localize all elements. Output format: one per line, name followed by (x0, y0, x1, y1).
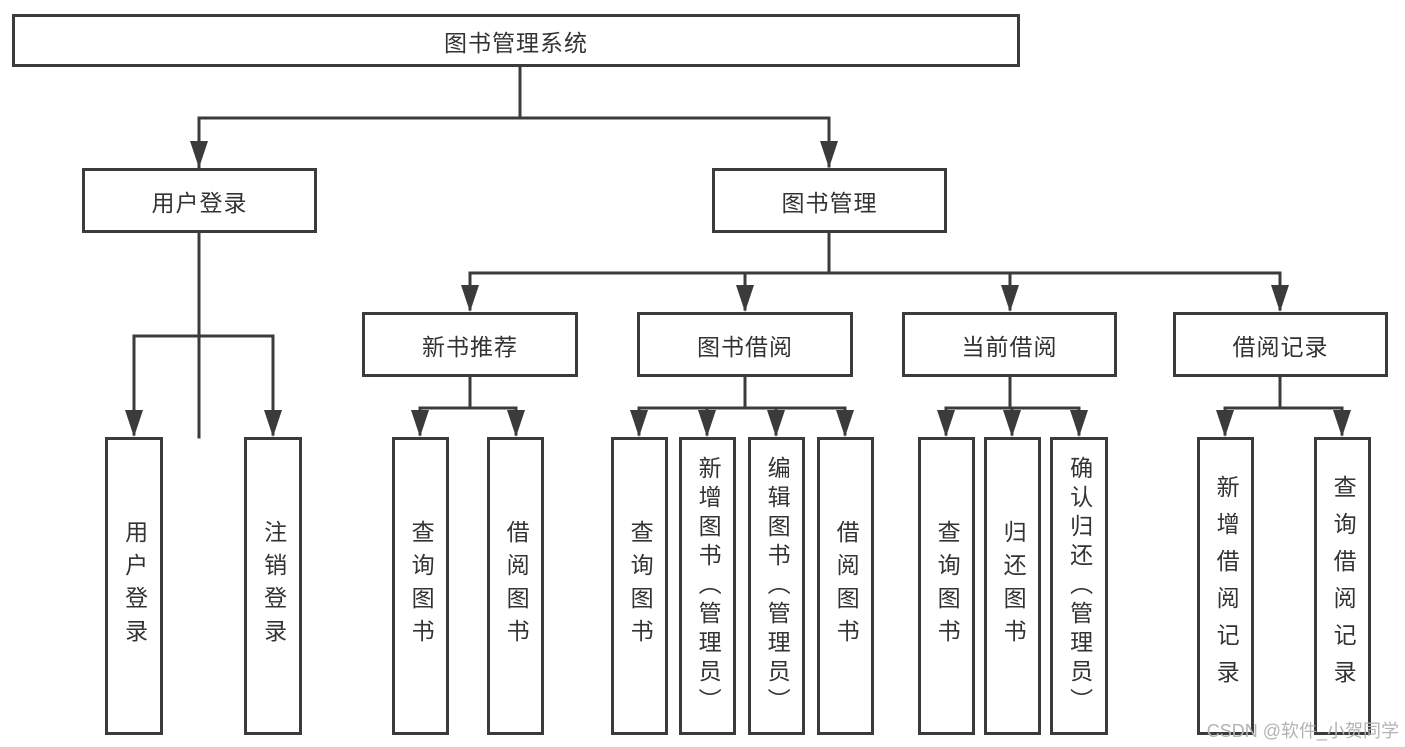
leaf-borrowing-edit-book-admin: 编辑图书（管理员） (748, 437, 805, 735)
node-book-borrowing: 图书借阅 (637, 312, 853, 377)
node-user-login-label: 用户登录 (151, 189, 248, 216)
node-new-book-recommend: 新书推荐 (362, 312, 578, 377)
connector-current-borrow-to-leaves (937, 375, 1088, 437)
leaf-current-query-books: 查询图书 (918, 437, 975, 735)
node-root-label: 图书管理系统 (444, 29, 588, 56)
connector-borrowing-to-leaves (630, 375, 854, 437)
node-book-management: 图书管理 (712, 168, 947, 233)
leaf-newbooks-borrow-books: 借阅图书 (487, 437, 544, 735)
node-book-borrowing-label: 图书借阅 (697, 333, 793, 360)
node-root: 图书管理系统 (12, 14, 1020, 67)
leaf-newbooks-borrow-books-label: 借阅图书 (503, 520, 530, 652)
node-current-borrowing-label: 当前借阅 (961, 333, 1058, 360)
leaf-logout-label: 注销登录 (260, 520, 287, 652)
leaf-newbooks-query-books-label: 查询图书 (408, 520, 435, 652)
leaf-current-return-book: 归还图书 (984, 437, 1041, 735)
leaf-records-add-record-label: 新增借阅记录 (1213, 475, 1240, 697)
leaf-records-query-record: 查询借阅记录 (1314, 437, 1371, 735)
leaf-borrowing-add-book-admin-label: 新增图书（管理员） (695, 455, 722, 717)
leaf-logout: 注销登录 (244, 437, 302, 735)
leaf-records-add-record: 新增借阅记录 (1197, 437, 1254, 735)
connector-user-login-to-leaves (125, 231, 282, 437)
connector-root-to-level2 (190, 65, 838, 439)
leaf-current-confirm-return-admin: 确认归还（管理员） (1050, 437, 1108, 735)
leaf-borrowing-borrow-books: 借阅图书 (817, 437, 874, 735)
leaf-borrowing-query-books: 查询图书 (611, 437, 668, 735)
leaf-current-query-books-label: 查询图书 (934, 520, 961, 652)
node-user-login: 用户登录 (82, 168, 317, 233)
leaf-records-query-record-label: 查询借阅记录 (1330, 475, 1357, 697)
leaf-user-login-label: 用户登录 (121, 520, 148, 652)
leaf-current-confirm-return-admin-label: 确认归还（管理员） (1066, 455, 1093, 717)
node-book-management-label: 图书管理 (781, 189, 878, 216)
leaf-borrowing-edit-book-admin-label: 编辑图书（管理员） (764, 455, 791, 717)
connector-book-mgmt-to-level3 (461, 231, 1289, 312)
leaf-newbooks-query-books: 查询图书 (392, 437, 449, 735)
leaf-borrowing-add-book-admin: 新增图书（管理员） (679, 437, 736, 735)
node-current-borrowing: 当前借阅 (902, 312, 1117, 377)
node-new-book-recommend-label: 新书推荐 (422, 333, 518, 360)
leaf-borrowing-query-books-label: 查询图书 (627, 520, 654, 652)
watermark: CSDN @软件_小贺同学 (1206, 721, 1399, 741)
leaf-borrowing-borrow-books-label: 借阅图书 (833, 520, 860, 652)
connector-new-books-to-leaves (411, 375, 525, 437)
connector-borrow-records-to-leaves (1216, 375, 1351, 437)
node-borrowing-records-label: 借阅记录 (1232, 333, 1329, 360)
leaf-user-login: 用户登录 (105, 437, 163, 735)
node-borrowing-records: 借阅记录 (1173, 312, 1388, 377)
leaf-current-return-book-label: 归还图书 (1000, 520, 1027, 652)
